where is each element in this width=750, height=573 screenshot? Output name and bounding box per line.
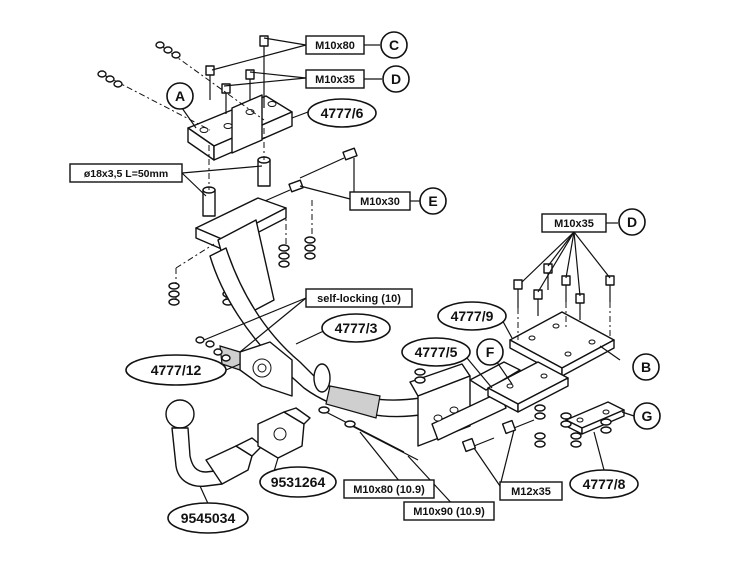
svg-text:4777/9: 4777/9 [451, 308, 494, 324]
bolts-e [257, 147, 358, 205]
svg-text:B: B [641, 359, 651, 375]
nuts-right [414, 368, 612, 448]
svg-text:M12x35: M12x35 [511, 486, 551, 498]
right-plate-4777-8 [565, 401, 625, 435]
letter-f-callout: F [476, 338, 504, 366]
letter-d-top-callout: D [364, 65, 410, 93]
svg-text:M10x80: M10x80 [315, 40, 355, 52]
svg-text:M10x35: M10x35 [554, 218, 594, 230]
label-bolt-c: M10x80 [305, 35, 365, 55]
part-4777-9-callout: 4777/9 [437, 301, 507, 331]
socket-plate-4777-12 [195, 336, 293, 397]
label-bolt-d-top: M10x35 [305, 69, 365, 89]
svg-text:D: D [391, 71, 401, 87]
label-bushing: ø18x3,5 L=50mm [69, 163, 183, 183]
label-bolt-e: M10x30 [349, 191, 411, 211]
svg-text:D: D [627, 214, 637, 230]
svg-text:M10x90 (10.9): M10x90 (10.9) [413, 506, 485, 518]
bolts-d-right [513, 263, 615, 340]
part-9545034-callout: 9545034 [167, 502, 249, 534]
bolts-m12x35 [461, 419, 535, 453]
svg-text:self-locking (10): self-locking (10) [317, 293, 401, 305]
part-4777-8-callout: 4777/8 [569, 469, 639, 499]
letter-c-callout: C [364, 31, 408, 59]
svg-text:M10x35: M10x35 [315, 74, 355, 86]
part-4777-3-callout: 4777/3 [321, 313, 391, 343]
svg-text:4777/3: 4777/3 [335, 320, 378, 336]
bushings [202, 128, 271, 217]
bracket-4777-6 [187, 94, 293, 161]
label-self-locking: self-locking (10) [305, 288, 413, 308]
svg-text:M10x80 (10.9): M10x80 (10.9) [353, 484, 425, 496]
label-bolt-m10x90-109: M10x90 (10.9) [403, 501, 495, 521]
svg-text:G: G [642, 408, 653, 424]
letter-b-callout: B [632, 353, 660, 381]
bolts-top [101, 35, 269, 131]
label-bolt-m10x80-109: M10x80 (10.9) [343, 479, 435, 499]
letter-d-right-callout: D [606, 208, 646, 236]
part-4777-5-callout: 4777/5 [401, 337, 471, 367]
right-plate-4777-5 [487, 361, 569, 413]
towbar-4777-3 [209, 247, 427, 419]
svg-text:A: A [175, 88, 185, 104]
label-bolt-m12x35: M12x35 [499, 481, 563, 501]
svg-text:9531264: 9531264 [271, 474, 326, 490]
svg-text:F: F [486, 344, 495, 360]
svg-text:4777/12: 4777/12 [151, 362, 202, 378]
socket-9531264 [257, 407, 311, 459]
svg-text:M10x30: M10x30 [360, 196, 400, 208]
letter-g-callout: G [633, 402, 661, 430]
svg-text:E: E [428, 193, 437, 209]
part-4777-12-callout: 4777/12 [125, 354, 227, 386]
svg-text:9545034: 9545034 [181, 510, 236, 526]
part-4777-6-callout: 4777/6 [307, 98, 377, 128]
svg-text:ø18x3,5 L=50mm: ø18x3,5 L=50mm [84, 168, 168, 180]
crossbar-plates [409, 361, 521, 447]
label-bolt-d-right: M10x35 [541, 213, 607, 233]
svg-text:4777/8: 4777/8 [583, 476, 626, 492]
part-9531264-callout: 9531264 [259, 466, 337, 498]
letter-a-callout: A [166, 82, 194, 110]
nuts-top-left [97, 41, 181, 88]
letter-e-callout: E [410, 187, 447, 215]
svg-text:4777/6: 4777/6 [321, 105, 364, 121]
svg-text:4777/5: 4777/5 [415, 344, 458, 360]
svg-text:C: C [389, 37, 399, 53]
right-plate-4777-9 [509, 311, 615, 377]
towball-9545034 [165, 399, 263, 487]
bolts-long [318, 406, 419, 461]
